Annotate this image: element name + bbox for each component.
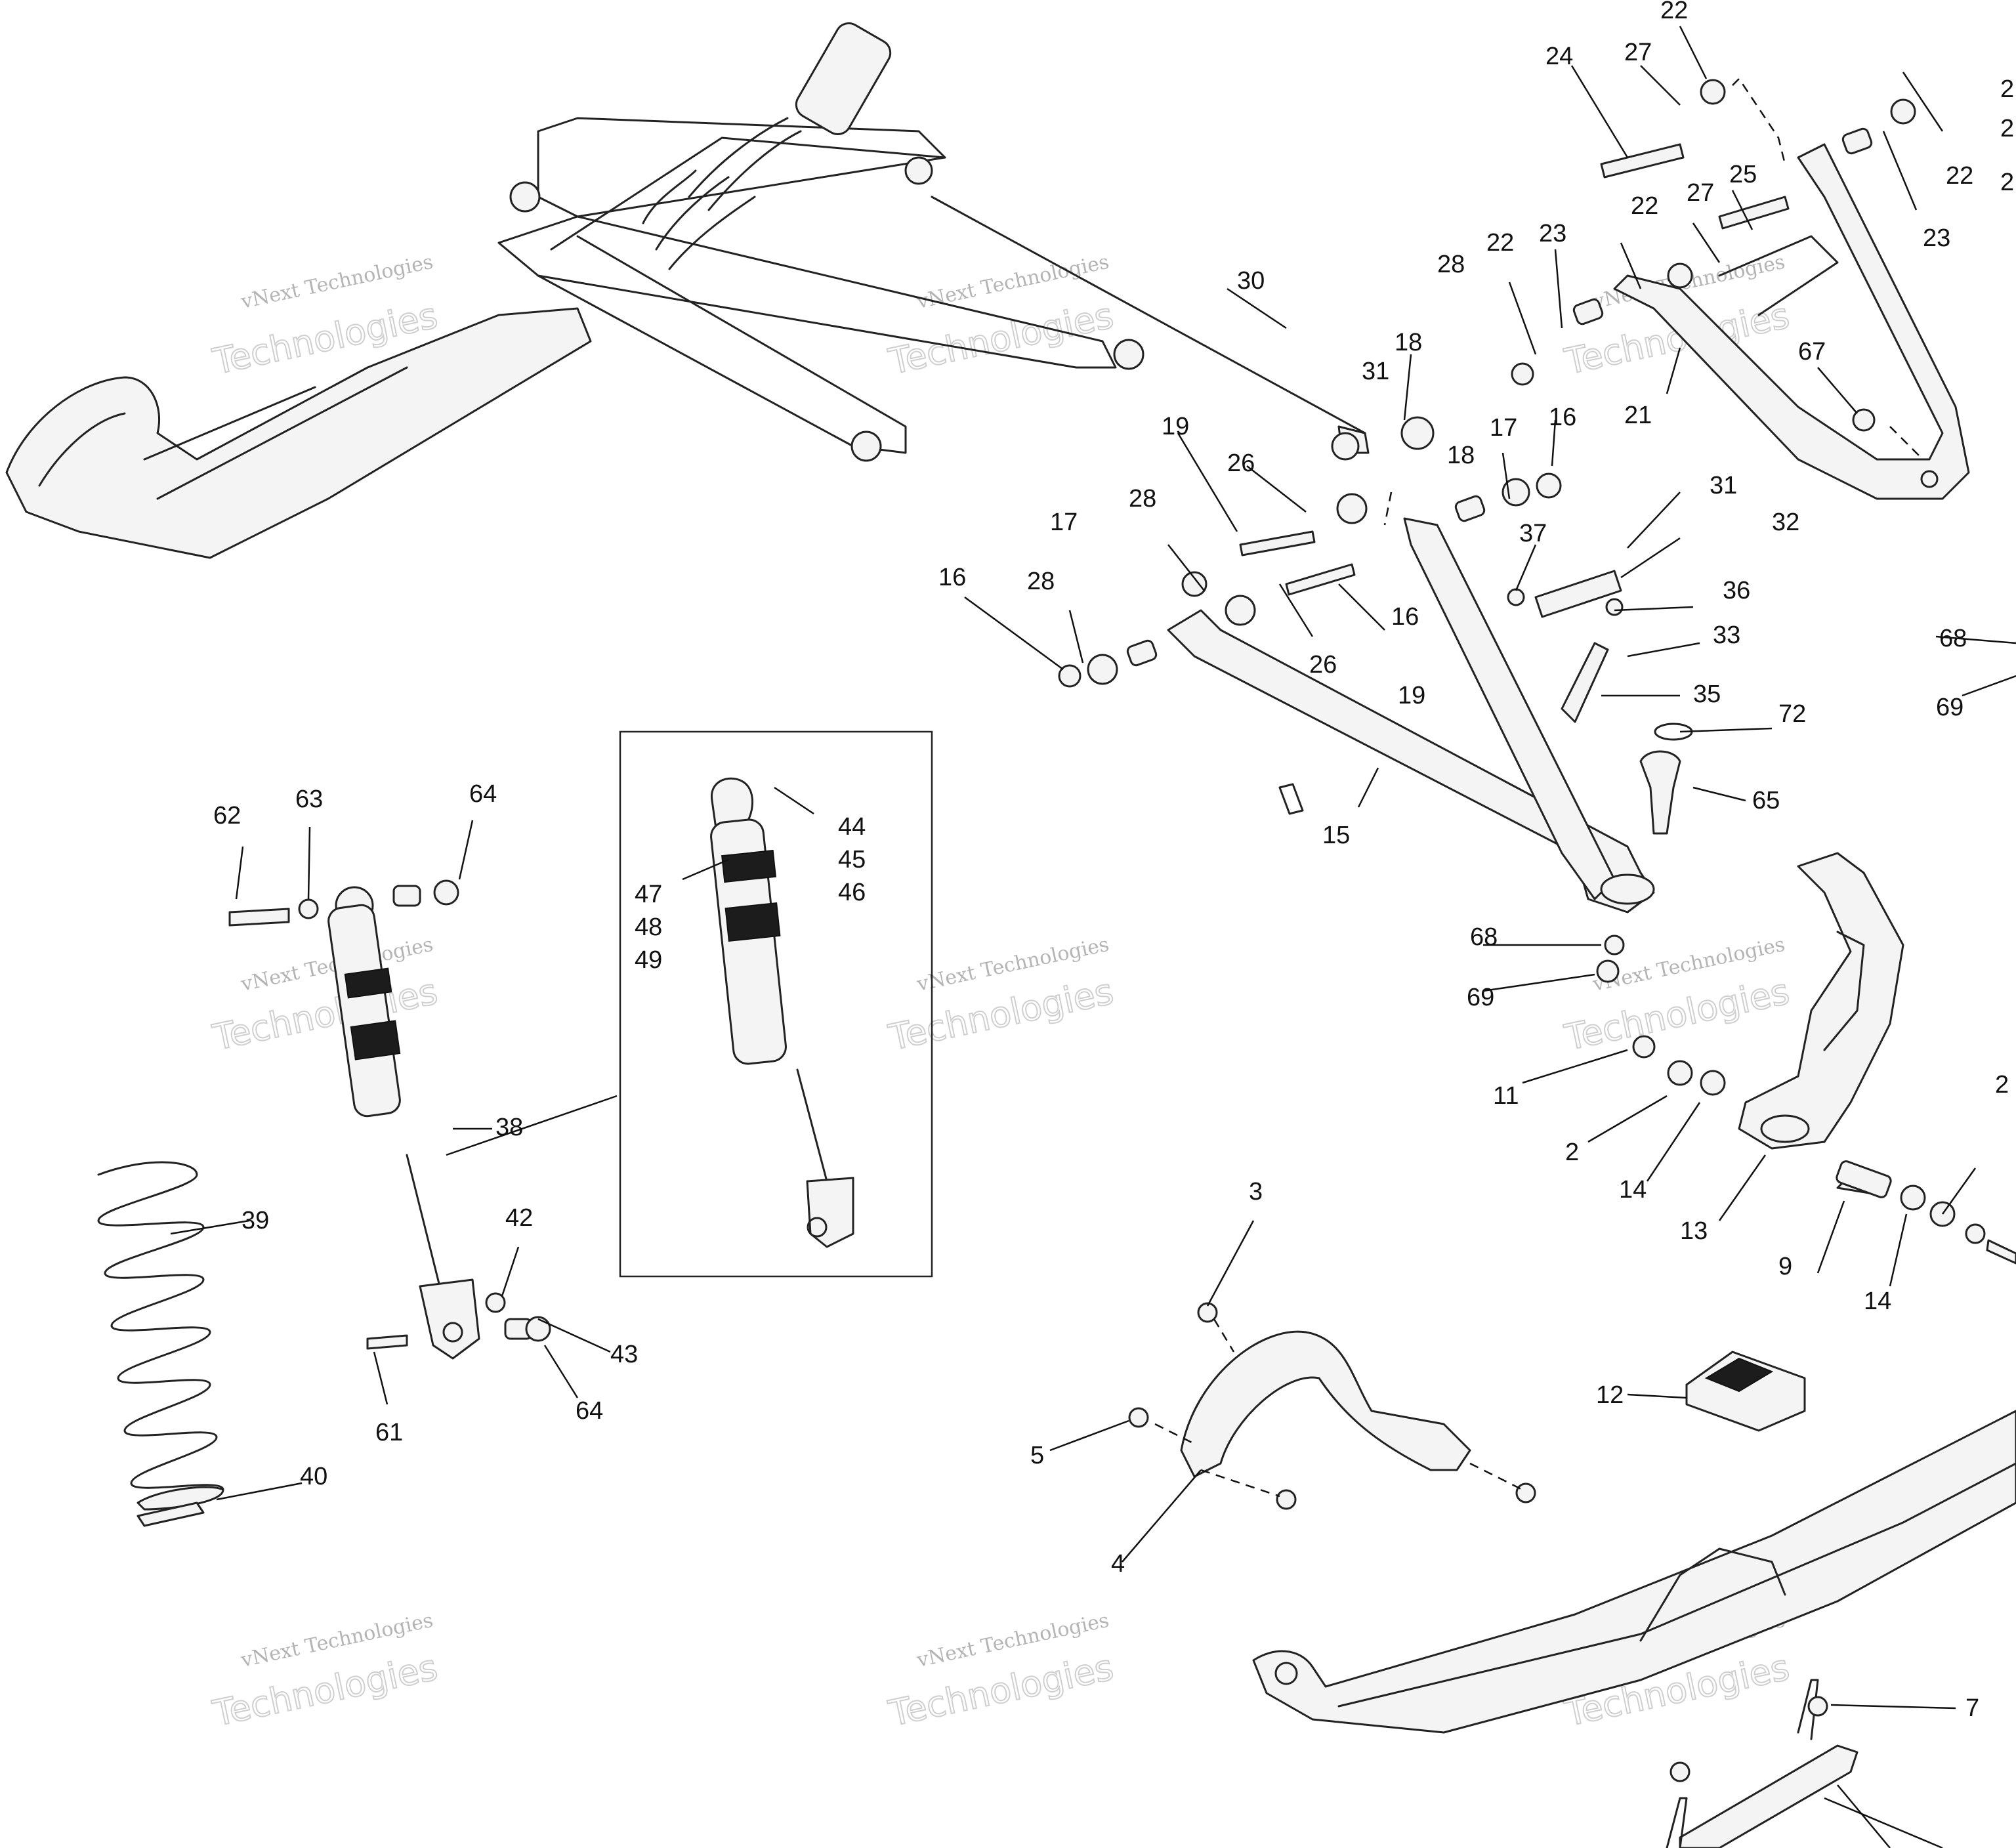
- coil-spring: [97, 1161, 224, 1511]
- callout-18: 28: [1129, 485, 1156, 513]
- callout-19: 19: [1162, 413, 1189, 440]
- callout-23: 23: [1539, 220, 1566, 247]
- callout-24: 24: [1545, 43, 1573, 70]
- callout-28: 28: [1437, 251, 1465, 278]
- hardware-parts: [228, 79, 2016, 1782]
- callout-45: 45: [838, 846, 866, 873]
- callout-2: 2: [2000, 75, 2014, 103]
- watermark-group: vNext Technologies vNext Technologies vN…: [209, 251, 1794, 1735]
- callout-49: 49: [635, 946, 662, 974]
- callout-26: 26: [1309, 651, 1337, 679]
- callout-4: 4: [1111, 1550, 1125, 1578]
- callout-16: 28: [1027, 568, 1055, 595]
- callout-40: 40: [300, 1463, 327, 1490]
- callout-28: 16: [938, 564, 966, 591]
- dash-lines: [1154, 77, 1923, 1498]
- callout-2: 2: [2000, 169, 2014, 196]
- callout-39: 39: [242, 1207, 269, 1234]
- callout-32: 32: [1772, 509, 1799, 536]
- callout-42: 42: [505, 1204, 533, 1232]
- callout-23: 23: [1923, 224, 1950, 252]
- inset-shock-absorber: [710, 777, 854, 1248]
- callout-38: 38: [495, 1114, 523, 1141]
- callout-11: 11: [1493, 1082, 1519, 1110]
- callout-48: 48: [635, 914, 662, 941]
- callout-72: 72: [1778, 700, 1806, 728]
- callout-14: 14: [1619, 1176, 1647, 1204]
- callout-22: 22: [1660, 0, 1688, 24]
- callout-31: 31: [1710, 472, 1737, 499]
- callout-3: 3: [1249, 1178, 1263, 1206]
- callout-36: 36: [1723, 577, 1750, 604]
- leader-lines: [170, 26, 2016, 1848]
- callout-21: 21: [1624, 402, 1652, 429]
- callout-62: 62: [213, 802, 241, 830]
- callout-26: 26: [1227, 450, 1255, 477]
- spindle: [1738, 852, 1904, 1150]
- callout-16: 16: [1391, 603, 1419, 631]
- callout-7: 7: [1965, 1694, 1979, 1722]
- callout-69: 69: [1936, 694, 1964, 721]
- callout-14: 14: [1864, 1288, 1891, 1315]
- upper-a-arm: [1613, 143, 1970, 500]
- shock-absorber: [327, 886, 480, 1360]
- callout-68: 68: [1470, 923, 1498, 951]
- callout-30: 30: [1237, 267, 1265, 295]
- callout-31: 31: [1362, 358, 1389, 385]
- spring-guide: [136, 1502, 205, 1527]
- callout-44: 44: [838, 813, 866, 841]
- assembled-front-suspension: [5, 22, 1370, 559]
- ski-assembly: [1180, 1330, 2016, 1848]
- callout-2: 2: [2000, 115, 2014, 142]
- callout-17: 18: [1447, 442, 1475, 469]
- callout-61: 61: [375, 1419, 403, 1446]
- callout-46: 46: [838, 879, 866, 906]
- callout-63: 63: [295, 786, 323, 813]
- callout-69: 69: [1467, 984, 1494, 1011]
- callout-35: 35: [1693, 681, 1721, 708]
- callout-22: 22: [1486, 229, 1514, 257]
- inset-frame: [619, 730, 933, 1278]
- callout-18: 18: [1395, 329, 1422, 356]
- callout-labels: 22 24 27 22 23 27 25 22 22 23 28 21 30 1…: [213, 0, 2014, 1722]
- callout-22: 22: [1946, 162, 1973, 190]
- callout-64: 64: [469, 780, 497, 808]
- callout-37: 37: [1519, 520, 1547, 547]
- callout-15: 15: [1322, 822, 1350, 849]
- callout-22: 22: [1631, 192, 1658, 220]
- callout-13: 13: [1680, 1217, 1708, 1245]
- callout-64: 64: [576, 1397, 603, 1425]
- callout-2: 2: [1995, 1071, 2009, 1099]
- callout-19: 19: [1398, 682, 1425, 709]
- callout-67: 67: [1798, 338, 1826, 366]
- callout-68: 68: [1939, 625, 1967, 652]
- callout-17: 17: [1050, 509, 1078, 536]
- callout-33: 33: [1713, 621, 1740, 649]
- callout-25: 25: [1729, 161, 1757, 188]
- callout-9: 9: [1778, 1253, 1792, 1280]
- callout-16: 17: [1490, 414, 1517, 442]
- callout-27: 27: [1687, 179, 1714, 207]
- callout-47: 47: [635, 881, 662, 908]
- callout-2: 2: [1565, 1139, 1579, 1166]
- callout-5: 5: [1030, 1442, 1044, 1469]
- lower-a-arm: [1167, 517, 1655, 914]
- callout-43: 43: [610, 1341, 638, 1368]
- callout-65: 65: [1752, 787, 1780, 814]
- callout-12: 12: [1596, 1381, 1624, 1409]
- callout-27: 27: [1624, 39, 1652, 66]
- callout-28: 16: [1549, 404, 1576, 431]
